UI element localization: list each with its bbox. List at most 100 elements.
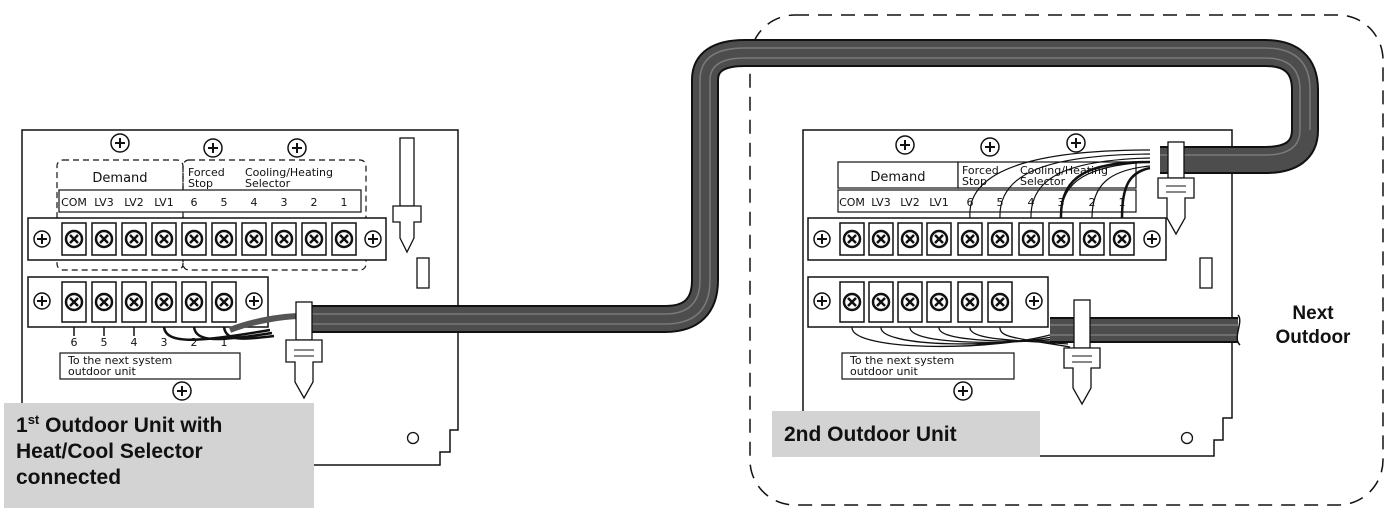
terminal-label: 2 xyxy=(311,196,318,209)
forced-stop-label: Stop xyxy=(188,177,213,190)
terminal-screw-icon xyxy=(331,222,357,256)
selector-label: Selector xyxy=(1020,175,1066,188)
terminal-screw-icon xyxy=(897,222,923,256)
next-outdoor-line1: Next xyxy=(1292,303,1334,324)
next-system-label: To the next system xyxy=(849,354,954,367)
selector-label: Cooling/Heating xyxy=(245,166,333,179)
mounting-screw-icon xyxy=(245,292,263,310)
demand-label: Demand xyxy=(870,170,925,185)
terminal-label: 3 xyxy=(281,196,288,209)
cable-clamp-icon xyxy=(285,301,323,400)
terminal-label: 6 xyxy=(71,336,78,349)
mounting-screw-icon xyxy=(1025,292,1043,310)
unit2-dashed-enclosure xyxy=(749,14,1384,506)
forced-stop-label: Stop xyxy=(962,175,987,188)
unit1-callout-line1: 1st Outdoor Unit with xyxy=(16,412,223,437)
terminal-screw-icon xyxy=(271,222,297,256)
terminal-label: LV3 xyxy=(94,196,113,209)
terminal-label: 5 xyxy=(997,196,1004,209)
mounting-screw-icon xyxy=(203,138,223,158)
unit1-panel: Demand Forced Stop Cooling/Heating Selec… xyxy=(21,129,459,466)
forced-stop-label: Forced xyxy=(962,164,999,177)
unit1-callout-line2: Heat/Cool Selector xyxy=(16,440,203,463)
terminal-screw-icon xyxy=(91,222,117,256)
mounting-screw-icon xyxy=(110,133,130,153)
terminal-label: 6 xyxy=(191,196,198,209)
unit2-callout-label: 2nd Outdoor Unit xyxy=(784,423,957,446)
terminal-label: COM xyxy=(839,196,865,209)
terminal-screw-icon xyxy=(211,281,237,323)
terminal-label: 5 xyxy=(221,196,228,209)
cable-clamp-icon xyxy=(1157,141,1195,236)
unit2-callout: 2nd Outdoor Unit xyxy=(772,411,1040,457)
terminal-label: LV2 xyxy=(124,196,143,209)
mounting-screw-icon xyxy=(33,292,51,310)
terminal-label: COM xyxy=(61,196,87,209)
unit1-callout: 1st Outdoor Unit with Heat/Cool Selector… xyxy=(4,403,314,508)
mounting-screw-icon xyxy=(813,292,831,310)
terminal-screw-icon xyxy=(926,222,952,256)
terminal-label: LV2 xyxy=(900,196,919,209)
terminal-screw-icon xyxy=(211,222,237,256)
unit2-top-terminal-labels: COM LV3 LV2 LV1 6 5 4 3 2 1 xyxy=(839,196,1125,209)
terminal-screw-icon xyxy=(121,281,147,323)
selector-label: Selector xyxy=(245,177,291,190)
terminal-screw-icon xyxy=(91,281,117,323)
unit1-bottom-terminal-labels: 6 5 4 3 2 1 xyxy=(71,336,228,349)
mounting-screw-icon xyxy=(1143,230,1161,248)
unit2-panel: Demand Forced Stop Cooling/Heating Selec… xyxy=(802,129,1233,457)
terminal-label: 6 xyxy=(967,196,974,209)
next-system-label: outdoor unit xyxy=(68,365,136,378)
terminal-label: 2 xyxy=(1089,196,1096,209)
mounting-screw-icon xyxy=(953,381,973,401)
terminal-label: 4 xyxy=(1028,196,1035,209)
terminal-screw-icon xyxy=(151,222,177,256)
terminal-label: LV3 xyxy=(871,196,890,209)
terminal-screw-icon xyxy=(957,281,983,323)
terminal-screw-icon xyxy=(1018,222,1044,256)
terminal-label: 2 xyxy=(191,336,198,349)
mounting-screw-icon xyxy=(980,137,1000,157)
mounting-screw-icon xyxy=(1066,133,1086,153)
terminal-screw-icon xyxy=(151,281,177,323)
terminal-screw-icon xyxy=(121,222,147,256)
terminal-screw-icon xyxy=(1048,222,1074,256)
terminal-screw-icon xyxy=(1079,222,1105,256)
terminal-screw-icon xyxy=(957,222,983,256)
terminal-screw-icon xyxy=(241,222,267,256)
terminal-screw-icon xyxy=(181,222,207,256)
terminal-screw-icon xyxy=(987,281,1013,323)
cable-clamp-icon xyxy=(1063,299,1101,406)
next-system-label: To the next system xyxy=(67,354,172,367)
terminal-label: 4 xyxy=(131,336,138,349)
next-outdoor-line2: Outdoor xyxy=(1275,327,1351,348)
terminal-label: 3 xyxy=(161,336,168,349)
mounting-screw-icon xyxy=(813,230,831,248)
terminal-screw-icon xyxy=(926,281,952,323)
terminal-screw-icon xyxy=(868,281,894,323)
terminal-screw-icon xyxy=(181,281,207,323)
terminal-screw-icon xyxy=(868,222,894,256)
unit1-top-terminal-labels: COM LV3 LV2 LV1 6 5 4 3 2 1 xyxy=(61,196,347,209)
terminal-label: LV1 xyxy=(929,196,948,209)
terminal-label: 1 xyxy=(341,196,348,209)
mounting-screw-icon xyxy=(364,230,382,248)
terminal-label: 3 xyxy=(1058,196,1065,209)
terminal-label: 4 xyxy=(251,196,258,209)
terminal-screw-icon xyxy=(839,281,865,323)
mounting-screw-icon xyxy=(287,138,307,158)
terminal-label: 1 xyxy=(221,336,228,349)
terminal-screw-icon xyxy=(987,222,1013,256)
forced-stop-label: Forced xyxy=(188,166,225,179)
cable-clamp-icon xyxy=(392,137,422,254)
unit2-top-terminal-block xyxy=(807,217,1167,261)
terminal-screw-icon xyxy=(61,281,87,323)
terminal-screw-icon xyxy=(1109,222,1135,256)
mounting-screw-icon xyxy=(895,135,915,155)
next-system-label: outdoor unit xyxy=(850,365,918,378)
demand-label: Demand xyxy=(92,171,147,186)
terminal-screw-icon xyxy=(301,222,327,256)
terminal-label: LV1 xyxy=(154,196,173,209)
mounting-screw-icon xyxy=(33,230,51,248)
